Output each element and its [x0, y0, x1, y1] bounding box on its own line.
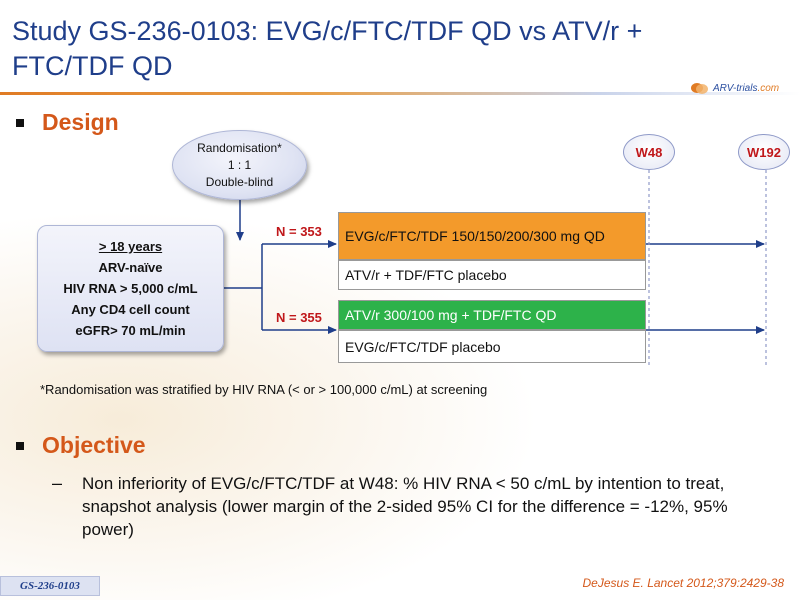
arm2-n-label: N = 355	[276, 310, 322, 325]
logo-prefix: ARV-trials	[713, 82, 758, 94]
objective-dash: –	[52, 473, 63, 493]
inclusion-criteria-box: > 18 years ARV-naïve HIV RNA > 5,000 c/m…	[37, 225, 224, 352]
arm1-active-box: EVG/c/FTC/TDF 150/150/200/300 mg QD	[338, 212, 646, 260]
arm1-placebo-box: ATV/r + TDF/FTC placebo	[338, 260, 646, 290]
arm2-active-box: ATV/r 300/100 mg + TDF/FTC QD	[338, 300, 646, 330]
design-bullet-icon	[16, 119, 24, 127]
logo-suffix: .com	[757, 82, 780, 94]
objective-heading: Objective	[42, 432, 146, 458]
criteria-age: > 18 years	[99, 236, 162, 257]
logo-icon	[691, 83, 708, 94]
randomisation-line-2: 1 : 1	[227, 157, 252, 172]
logo-text: ARV-trials.com	[713, 83, 779, 94]
arm1-n-label: N = 353	[276, 224, 322, 239]
randomisation-line-3: Double-blind	[205, 174, 274, 189]
criteria-age-text: > 18 years	[98, 239, 163, 254]
arv-trials-logo: ARV-trials.com	[690, 79, 795, 97]
randomisation-line-1: Randomisation*	[197, 140, 282, 155]
criteria-cd4: Any CD4 cell count	[71, 302, 190, 317]
criteria-naive: ARV-naïve	[98, 260, 163, 275]
slide-title: Study GS-236-0103: EVG/c/FTC/TDF QD vs A…	[12, 16, 643, 81]
arm2-placebo-box: EVG/c/FTC/TDF placebo	[338, 330, 646, 363]
criteria-egfr: eGFR> 70 mL/min	[75, 323, 186, 338]
design-heading: Design	[42, 109, 119, 135]
title-divider	[0, 92, 800, 95]
randomisation-footnote: *Randomisation was stratified by HIV RNA…	[40, 382, 488, 397]
timepoint-w192: W192	[738, 134, 790, 170]
objective-text: Non inferiority of EVG/c/FTC/TDF at W48:…	[82, 474, 728, 539]
study-tag: GS-236-0103	[0, 576, 100, 596]
randomisation-ellipse: Randomisation* 1 : 1 Double-blind	[172, 130, 307, 200]
timepoint-w48: W48	[623, 134, 675, 170]
objective-bullet-icon	[16, 442, 24, 450]
criteria-rna: HIV RNA > 5,000 c/mL	[63, 281, 198, 296]
reference-citation: DeJesus E. Lancet 2012;379:2429-38	[582, 576, 784, 590]
